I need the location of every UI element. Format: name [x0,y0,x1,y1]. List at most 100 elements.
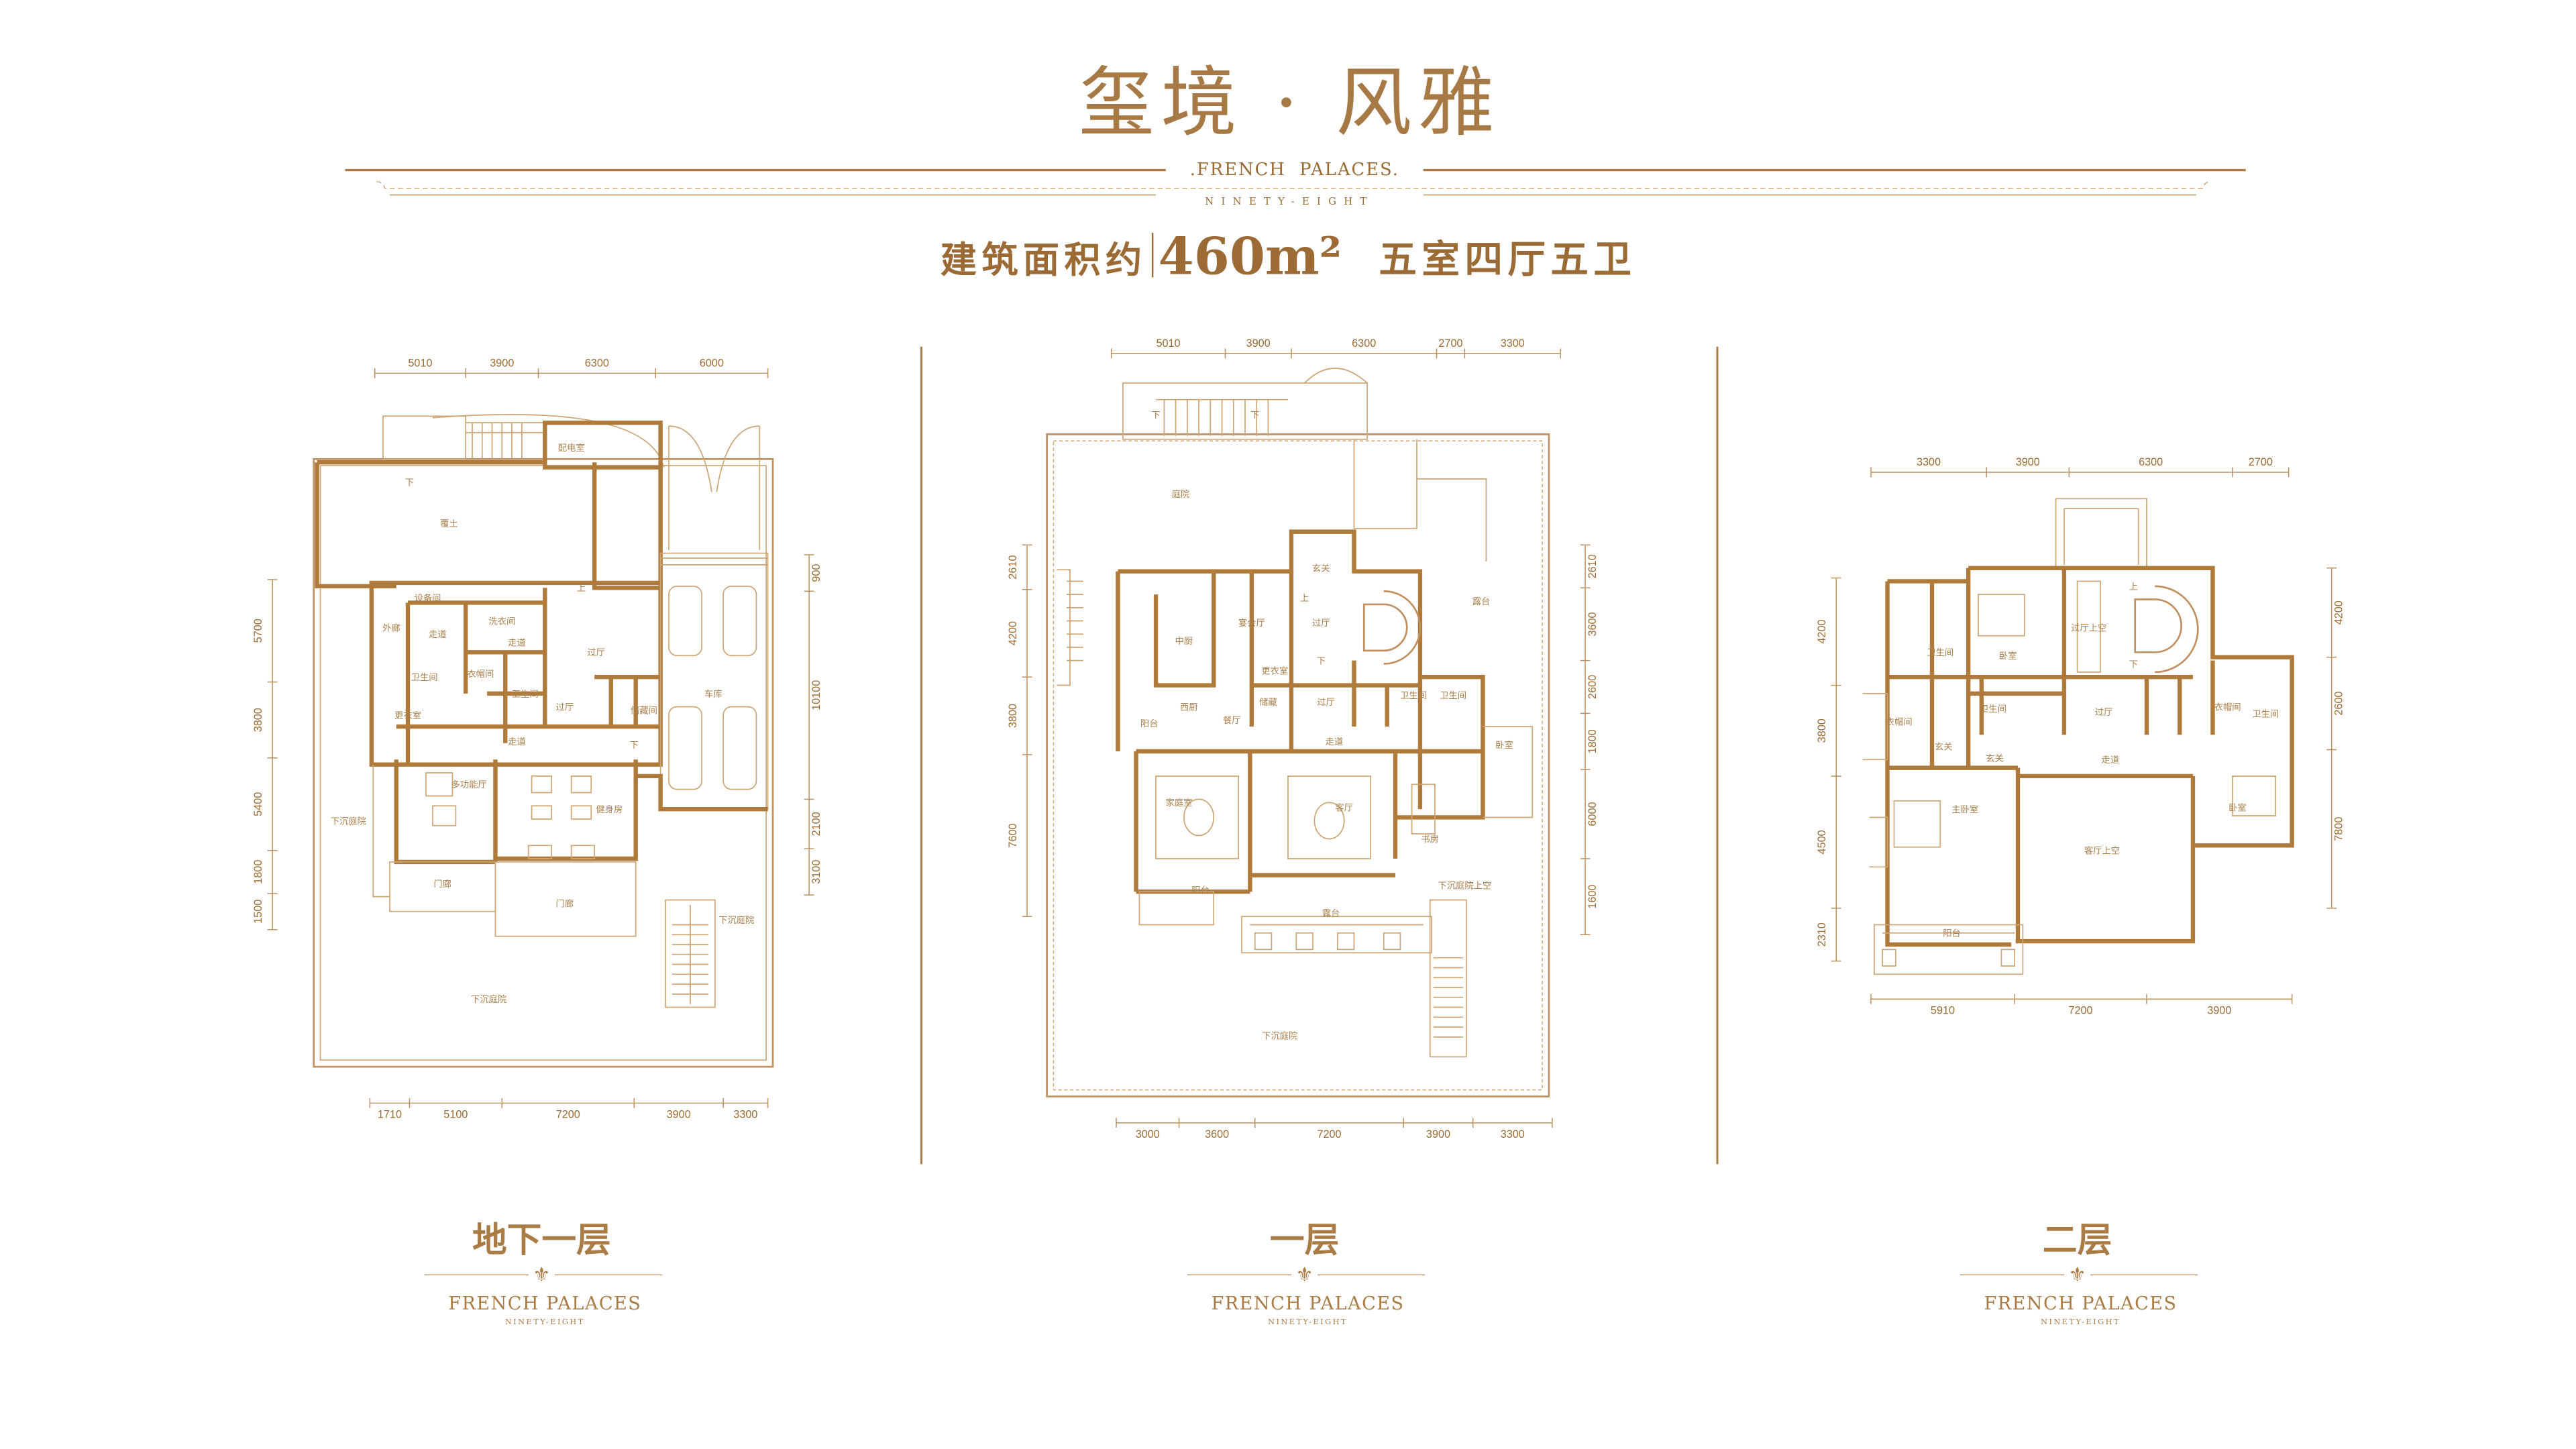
room-label: 卫生间 [1980,704,2006,714]
room-label: 下 [405,478,414,488]
room-label: 走道 [1326,737,1344,747]
dimension-label-left: 2310 [1816,922,1828,947]
dimension-label-left: 1800 [252,860,264,884]
dimension-label-left: 5700 [252,619,264,643]
dimension-label-bottom: 3300 [733,1108,757,1120]
dimension-label-top: 6300 [2139,456,2163,468]
footer-brand-sub: NINETY-EIGHT [1268,1317,1348,1326]
floor-title: 地下一层 [472,1220,611,1260]
room-label: 走道 [2102,755,2120,765]
room-label: 卫生间 [1440,690,1466,701]
room-label: 配电室 [558,442,585,453]
room-label: 设备间 [415,592,441,604]
room-label: 中厨 [1175,636,1193,647]
dimension-label-left: 3800 [1007,704,1019,728]
room-label: 卫生间 [1927,647,1953,658]
fleur-de-lis-icon: ⚜ [2068,1263,2086,1286]
room-label: 家庭室 [1166,797,1193,808]
room-label: 卫生间 [411,672,438,683]
room-label: 门廊 [433,878,451,890]
room-label: 多功能厅 [451,779,487,790]
room-label: 阳台 [1140,718,1159,729]
dimension-label-left: 3800 [1816,718,1828,743]
dimension-label-bottom: 3300 [1501,1128,1525,1140]
dimension-label-bottom: 3900 [2207,1004,2231,1016]
dimension-label-right: 900 [810,564,822,582]
room-label: 衣帽间 [2214,702,2241,712]
dimension-label-left: 4200 [1007,621,1019,645]
room-label: 过厅 [556,702,574,712]
dimension-label-bottom: 3900 [667,1108,691,1120]
area-value: 460m² [1159,226,1342,286]
dimension-label-bottom: 7200 [2068,1004,2092,1016]
dimension-label-left: 3800 [252,708,264,732]
first-floor-plan [1046,368,1550,1097]
dimension-label-left: 7600 [1007,823,1019,847]
room-label: 走道 [508,637,526,648]
dimension-label-bottom: 3000 [1136,1128,1160,1140]
dimension-label-top: 5010 [1156,337,1180,350]
dimension-label-top: 2700 [2249,456,2273,468]
room-label: 走道 [508,737,526,747]
room-label: 衣帽间 [1886,717,1913,728]
dimension-label-top: 3300 [1917,456,1941,468]
room-label: 门廊 [556,898,574,909]
dimension-label-right: 1800 [1587,729,1599,753]
floor-title: 二层 [2043,1220,2112,1260]
dimension-label-top: 3900 [1246,337,1271,350]
room-label: 外廊 [382,622,400,633]
page-title: 玺境 · 风雅 [1079,58,1501,147]
room-label: 玄关 [1986,753,2004,764]
room-label: 覆土 [440,519,458,529]
floor-title: 一层 [1270,1220,1339,1260]
header-dashed-rule [376,181,2212,189]
dimension-label-right: 4200 [2333,600,2345,625]
room-label: 玄关 [1312,563,1330,574]
room-label: 下沉庭院 [471,994,506,1005]
dimension-label-left: 5400 [252,792,264,816]
room-label: 下沉庭院 [718,914,754,926]
room-label: 庭院 [1172,488,1190,500]
room-label: 露台 [1472,596,1491,607]
dimension-label-bottom: 1710 [378,1108,402,1120]
room-label: 阳台 [1943,928,1961,939]
room-label: 卫生间 [512,689,539,700]
dimension-label-right: 3100 [810,860,822,884]
room-label: 玄关 [1935,741,1953,753]
room-label: 储藏间 [631,705,657,716]
room-label: 下 [2129,659,2138,669]
dimension-label-left: 2610 [1007,555,1019,579]
header-brand-sub: NINETY-EIGHT [1205,196,1374,207]
room-label: 车库 [704,688,722,700]
room-label: 过厅上空 [2071,623,2106,633]
room-label: 阳台 [1191,885,1210,896]
room-label: 过厅 [1317,697,1335,708]
basement-floor-plan [313,413,774,1068]
dimension-label-bottom: 3900 [1426,1128,1450,1140]
room-label: 下 [1317,657,1326,667]
room-label: 过厅 [1312,618,1330,629]
room-label: 上 [577,583,586,594]
room-label: 下沉庭院 [1262,1030,1297,1041]
footer-brand: FRENCH PALACES [448,1293,641,1314]
room-label: 西厨 [1180,702,1198,712]
area-label: 建筑面积约 [941,238,1147,281]
room-label: 卫生间 [1400,690,1427,701]
room-layout: 五室四厅五卫 [1379,237,1636,282]
room-label: 走道 [429,629,447,640]
room-label: 主卧室 [1951,804,1978,815]
dimension-label-bottom: 7200 [556,1108,580,1120]
room-label: 卧室 [1999,650,2017,661]
header-brand: .FRENCH PALACES. [1190,160,1399,180]
dimension-label-top: 2700 [1438,337,1462,350]
room-label: 下 [1151,411,1160,421]
room-label: 客厅 [1335,802,1353,814]
dimension-label-top: 5010 [408,357,432,369]
second-floor-plan [1862,498,2294,975]
dimension-label-top: 3300 [1501,337,1525,350]
room-label: 过厅 [587,647,605,658]
